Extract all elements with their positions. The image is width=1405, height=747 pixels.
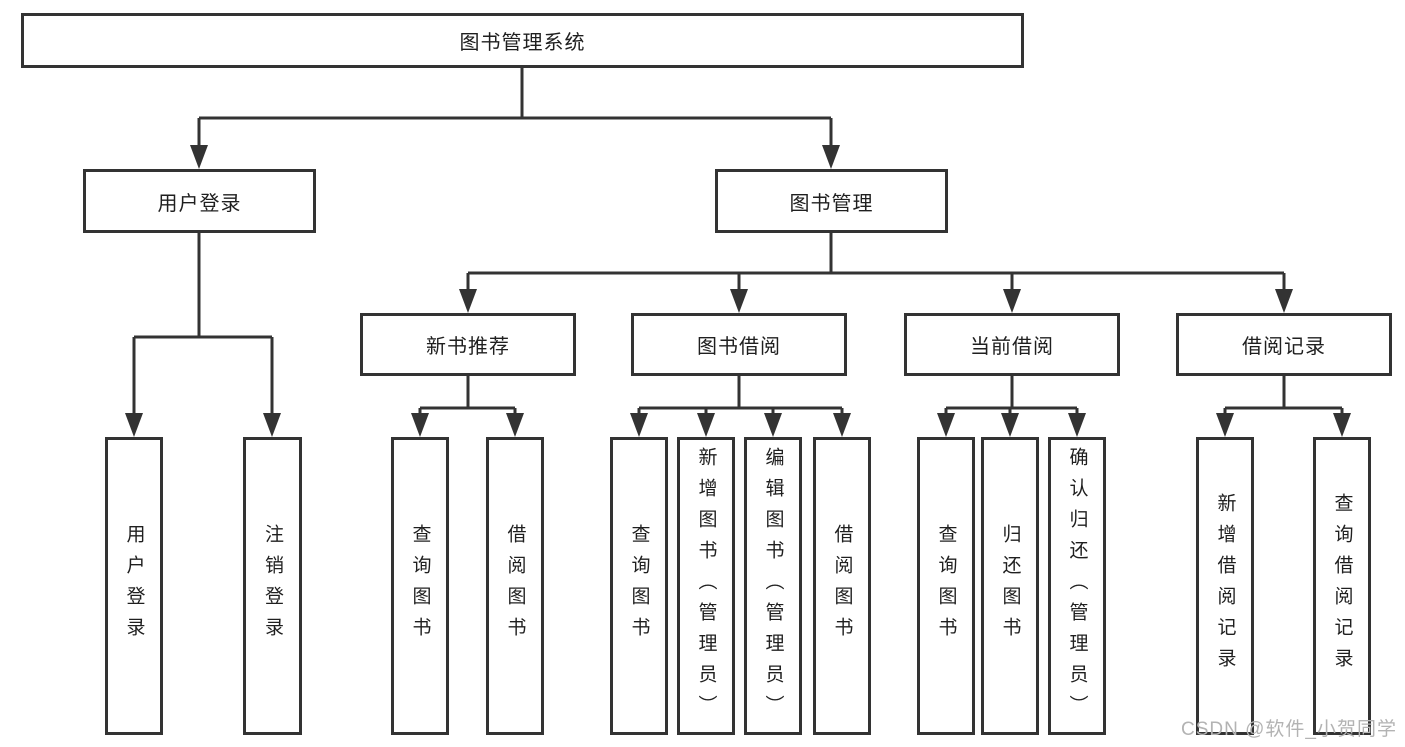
- leaf-query-books-borrow-label: 查询图书: [628, 524, 650, 648]
- leaf-query-books-current: 查询图书: [917, 437, 975, 735]
- leaf-return-book-label: 归还图书: [999, 524, 1021, 648]
- arrowheads: [125, 145, 1351, 437]
- leaf-confirm-return-admin-label: 确认归还（管理员）: [1066, 446, 1088, 726]
- leaf-query-borrow-record-label: 查询借阅记录: [1331, 493, 1353, 679]
- leaf-edit-book-admin-label: 编辑图书（管理员）: [762, 446, 784, 726]
- node-borrow-records-label: 借阅记录: [1242, 336, 1326, 358]
- node-book-borrow-label: 图书借阅: [697, 336, 781, 358]
- leaf-add-book-admin: 新增图书（管理员）: [677, 437, 735, 735]
- node-user-login-label: 用户登录: [157, 192, 242, 215]
- csdn-watermark: CSDN @软件_小贺同学: [1181, 719, 1397, 740]
- leaf-borrow-books: 借阅图书: [813, 437, 871, 735]
- leaf-user-login: 用户登录: [105, 437, 163, 735]
- leaf-add-borrow-record: 新增借阅记录: [1196, 437, 1254, 735]
- leaf-logout: 注销登录: [243, 437, 302, 735]
- leaf-add-book-admin-label: 新增图书（管理员）: [695, 446, 717, 726]
- node-book-management-label: 图书管理: [789, 192, 874, 215]
- node-library-system: 图书管理系统: [21, 13, 1024, 68]
- leaf-query-books-recommend-label: 查询图书: [409, 524, 431, 648]
- leaf-borrow-books-recommend: 借阅图书: [486, 437, 544, 735]
- leaf-add-borrow-record-label: 新增借阅记录: [1214, 493, 1236, 679]
- leaf-logout-label: 注销登录: [262, 524, 283, 648]
- leaf-borrow-books-label: 借阅图书: [831, 524, 853, 648]
- leaf-query-borrow-record: 查询借阅记录: [1313, 437, 1371, 735]
- leaf-query-books-recommend: 查询图书: [391, 437, 449, 735]
- leaf-confirm-return-admin: 确认归还（管理员）: [1048, 437, 1106, 735]
- node-book-management: 图书管理: [715, 169, 948, 233]
- node-user-login: 用户登录: [83, 169, 316, 233]
- leaf-return-book: 归还图书: [981, 437, 1039, 735]
- leaf-user-login-label: 用户登录: [123, 524, 145, 648]
- node-new-book-recommend-label: 新书推荐: [426, 336, 510, 358]
- leaf-query-books-borrow: 查询图书: [610, 437, 668, 735]
- node-library-system-label: 图书管理系统: [459, 32, 586, 54]
- leaf-edit-book-admin: 编辑图书（管理员）: [744, 437, 802, 735]
- leaf-borrow-books-recommend-label: 借阅图书: [504, 524, 526, 648]
- node-book-borrow: 图书借阅: [631, 313, 847, 376]
- node-borrow-records: 借阅记录: [1176, 313, 1392, 376]
- node-new-book-recommend: 新书推荐: [360, 313, 576, 376]
- node-current-borrow: 当前借阅: [904, 313, 1120, 376]
- leaf-query-books-current-label: 查询图书: [935, 524, 957, 648]
- node-current-borrow-label: 当前借阅: [970, 336, 1054, 358]
